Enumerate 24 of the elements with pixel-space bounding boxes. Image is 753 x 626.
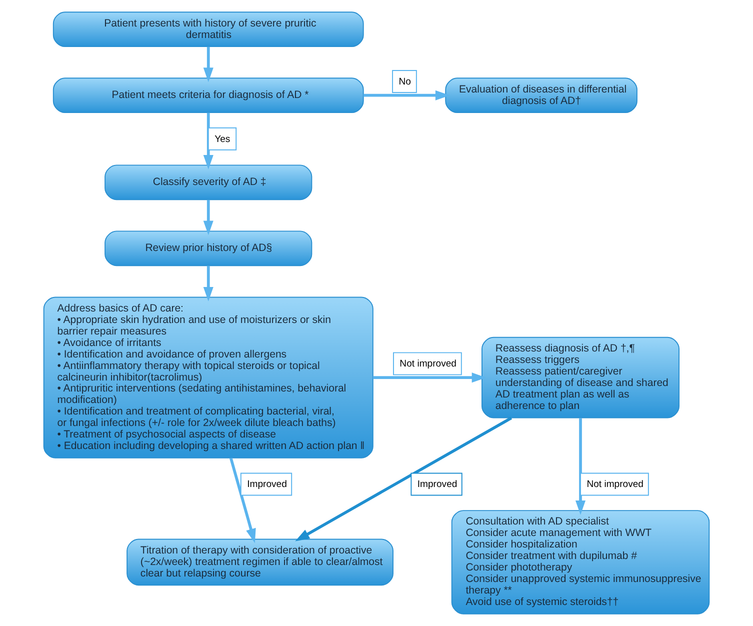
node-box: Consultation with AD specialist Consider acute management with WWT Consider hospitalization Consider treatment with dupilumab # Consider phototherapy Consider unapproved systemic immunosuppresive therapy ** Avoid use of systemic steroids†† — [451, 510, 710, 614]
arrow — [575, 418, 586, 515]
node-box: Classify severity of AD ‡ — [104, 164, 312, 200]
node-box: Evaluation of diseases in differential diagnosis of AD† — [445, 78, 638, 114]
node-box: Titration of therapy with consideration of proactive (~2x/week) treatment regimen if able to clear/almost clear but relapsing course — [126, 538, 394, 586]
arrow — [372, 372, 486, 383]
edge-label: No — [398, 76, 411, 88]
edge-label: Yes — [214, 134, 230, 145]
arrow — [203, 112, 214, 170]
edge-label: Improved — [417, 479, 458, 490]
arrow — [363, 90, 450, 100]
edge-label: Not improved — [586, 479, 644, 490]
node-box: Patient presents with history of severe pruritic dermatitis — [52, 12, 364, 48]
arrow — [230, 458, 256, 544]
node-box: Address basics of AD care: • Appropriate skin hydration and use of moisturizers or skin barrier repair measures • Avoidance of irritants • Identification and avoidance of proven allergens • Antiinflammatory therapy with topical steroids or topical calcineurin inhibitor(tacrolimus) • Antipruritic interventions (sedating antihistamines, behavioral modification) • Identification and treatment of complicating bacterial, viral, or fungal infections (+/- role for 2x/week dilute bleach baths) • Treatment of psychosocial aspects of disease • Education including developing a shared written AD action plan ‖ — [43, 296, 374, 458]
arrow — [203, 200, 214, 236]
edge-label: Not improved — [400, 358, 456, 370]
node-box: Patient meets criteria for diagnosis of AD * — [52, 78, 364, 114]
edge-label: Improved — [247, 479, 287, 490]
node-box: Review prior history of AD§ — [104, 230, 312, 266]
arrow — [203, 46, 214, 82]
arrow — [295, 416, 512, 542]
arrow — [203, 266, 214, 302]
node-box: Reassess diagnosis of AD †,¶ Reassess triggers Reassess patient/caregiver understanding of disease and shared AD treatment plan as well as adherence to plan — [482, 336, 680, 418]
